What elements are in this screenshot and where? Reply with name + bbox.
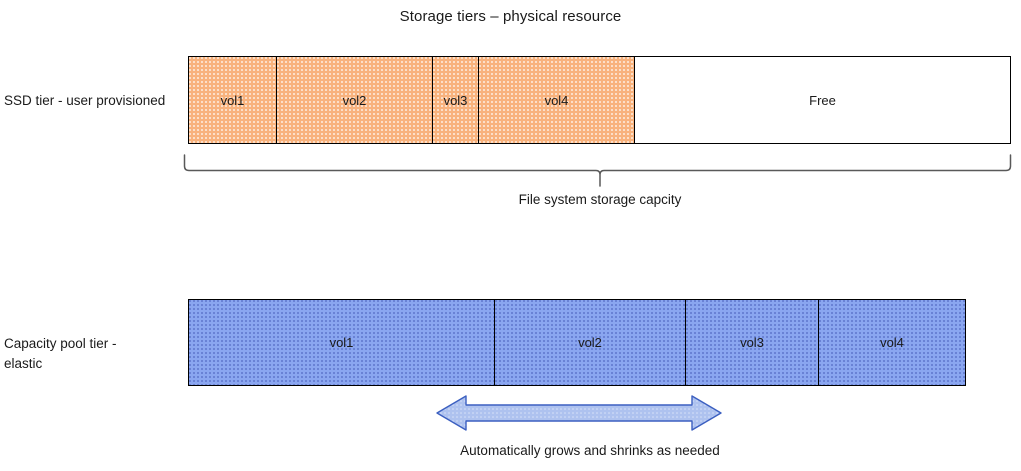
bracket-caption: File system storage capcity [518, 192, 682, 207]
ssd-segment-vol3-label: vol3 [443, 92, 468, 108]
pool-segment-vol2-label: vol2 [578, 335, 602, 350]
pool-segment-vol1-label: vol1 [329, 335, 354, 350]
ssd-tier-bar: vol1 vol2 vol3 vol4 Free [188, 56, 1011, 144]
pool-segment-vol4: vol4 [819, 300, 965, 385]
ssd-segment-vol4-label: vol4 [544, 92, 569, 108]
pool-segment-vol3-label: vol3 [740, 335, 764, 350]
ssd-segment-vol4: vol4 [479, 57, 635, 143]
capacity-pool-tier-bar: vol1 vol2 vol3 vol4 [188, 299, 966, 386]
pool-segment-vol1: vol1 [189, 300, 495, 385]
ssd-tier-label: SSD tier - user provisioned [4, 93, 166, 108]
ssd-segment-vol2: vol2 [277, 57, 433, 143]
pool-segment-vol2: vol2 [495, 300, 686, 385]
ssd-segment-free: Free [635, 57, 1010, 143]
page-title: Storage tiers – physical resource [399, 8, 622, 25]
ssd-segment-free-label: Free [809, 92, 836, 108]
capacity-pool-tier-label: Capacity pool tier - elastic [4, 336, 117, 371]
ssd-segment-vol1: vol1 [189, 57, 277, 143]
arrow-caption: Automatically grows and shrinks as neede… [460, 443, 720, 458]
pool-segment-vol4-label: vol4 [880, 335, 904, 350]
pool-segment-vol3: vol3 [686, 300, 819, 385]
ssd-segment-vol2-label: vol2 [342, 92, 367, 108]
grows-shrinks-arrow [436, 395, 722, 431]
ssd-segment-vol1-label: vol1 [220, 92, 245, 108]
file-system-capacity-bracket [183, 154, 1012, 187]
ssd-segment-vol3: vol3 [433, 57, 479, 143]
